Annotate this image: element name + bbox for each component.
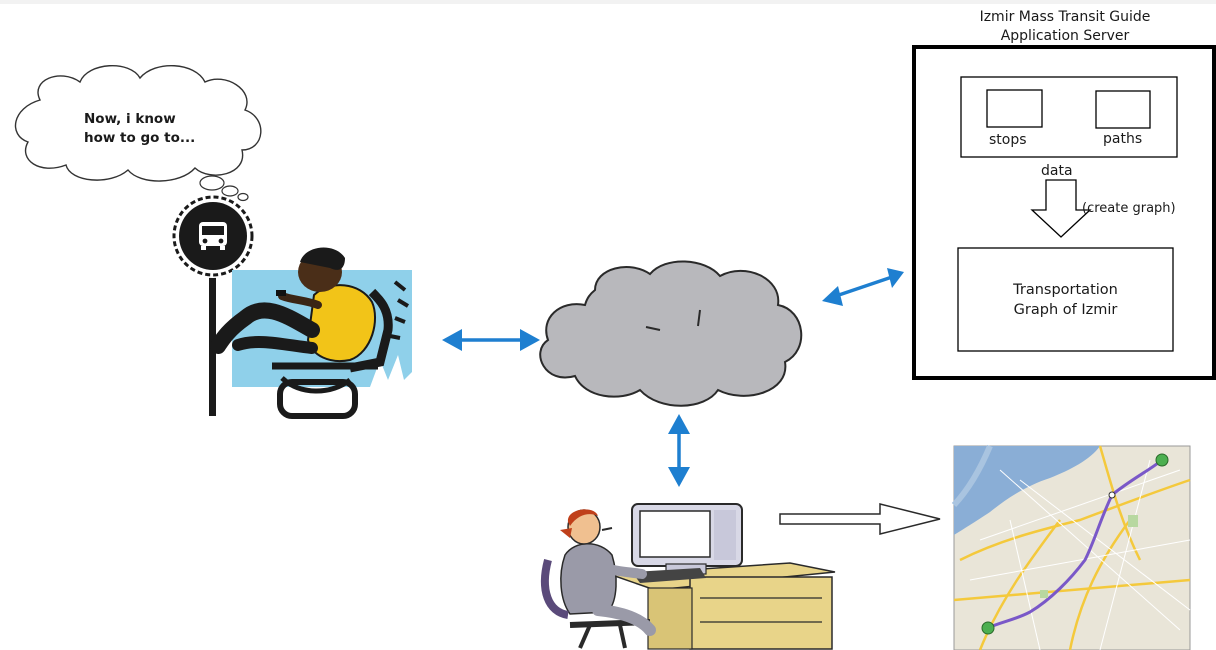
transportation-graph-label: Transportation Graph of Izmir [958, 280, 1173, 320]
person-at-computer [545, 504, 835, 649]
map-image [954, 446, 1190, 650]
create-graph-label: (create graph) [1082, 201, 1176, 216]
thought-line2: how to go to... [84, 129, 195, 148]
top-strip [0, 0, 1216, 4]
graph-line2: Graph of Izmir [958, 300, 1173, 320]
stops-label: stops [989, 132, 1027, 148]
thought-line1: Now, i know [84, 110, 195, 129]
person-on-bench [218, 247, 412, 416]
cloud-icon [540, 261, 801, 405]
arrow-computer-map [780, 504, 940, 534]
graph-line1: Transportation [958, 280, 1173, 300]
thought-text: Now, i know how to go to... [84, 110, 195, 148]
arrow-cloud-server [822, 268, 904, 306]
server-title-line2: Application Server [935, 27, 1195, 46]
server-title: Izmir Mass Transit Guide Application Ser… [935, 8, 1195, 46]
data-label: data [1041, 163, 1073, 179]
arrow-cloud-computer [668, 414, 690, 487]
paths-label: paths [1103, 131, 1142, 147]
arrow-person-cloud [442, 329, 540, 351]
server-title-line1: Izmir Mass Transit Guide [935, 8, 1195, 27]
